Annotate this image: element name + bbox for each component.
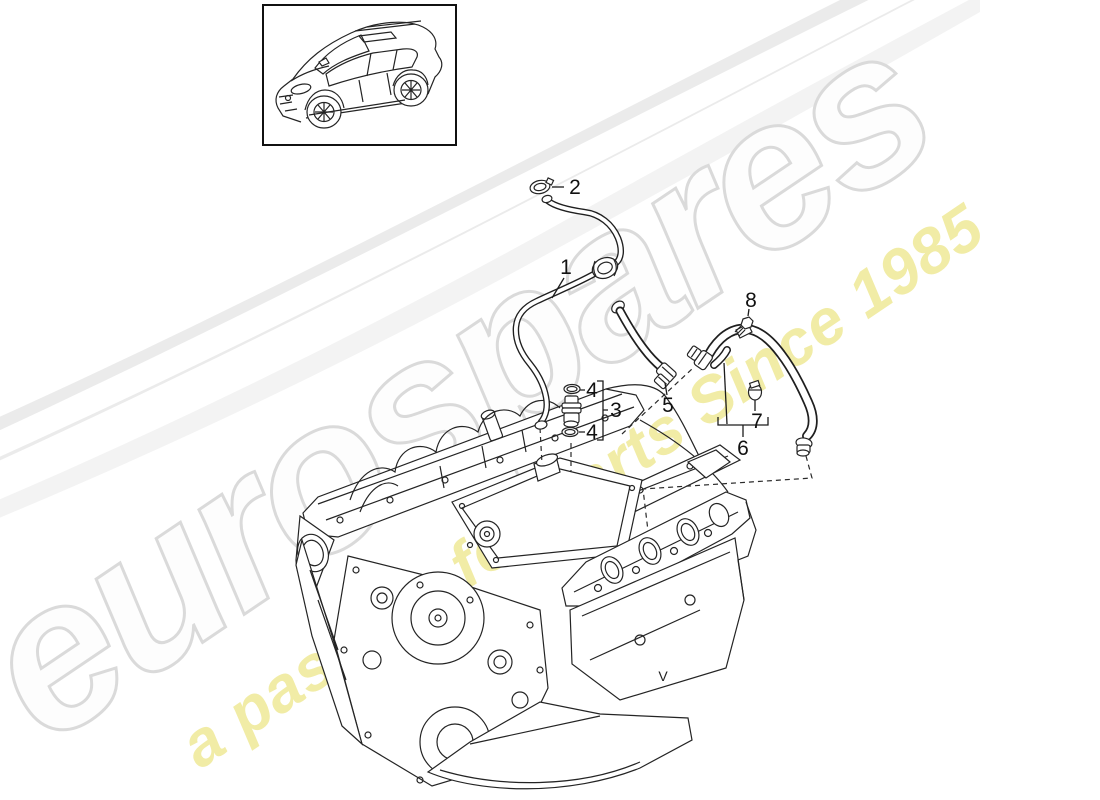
part-clamp-7 [747,379,763,401]
part-clamp-2 [529,177,555,195]
callout-7[interactable]: 7 [751,410,763,433]
callout-4-top[interactable]: 4 [586,379,598,402]
cayenne-line-drawing [275,20,443,129]
vehicle-thumbnail[interactable] [262,4,457,146]
part-vent-hose-5 [611,300,677,390]
part-breather-pipe-1 [512,194,624,430]
part-valve-3-orings-4 [561,383,582,438]
dashed-reference-lines [539,368,813,532]
callout-1[interactable]: 1 [560,256,572,279]
callout-6[interactable]: 6 [737,437,749,460]
engine-line-art: V [295,384,757,790]
part-bolt-8 [734,316,754,337]
callout-leader-lines [551,186,769,441]
engine-v-mark: V [658,668,668,684]
hose-end-fitting [795,437,813,457]
pipe-grommet [591,256,619,280]
callout-labels: 1 2 3 4 4 5 6 7 8 [560,176,763,460]
quick-coupling-6 [686,345,713,371]
part-breather-hose-6 [686,323,818,457]
swoosh-graphic [0,0,980,518]
callout-5[interactable]: 5 [662,394,674,417]
callout-8[interactable]: 8 [745,289,757,312]
callout-2[interactable]: 2 [569,176,581,199]
callout-3[interactable]: 3 [610,399,622,422]
callout-4-bottom[interactable]: 4 [586,421,598,444]
